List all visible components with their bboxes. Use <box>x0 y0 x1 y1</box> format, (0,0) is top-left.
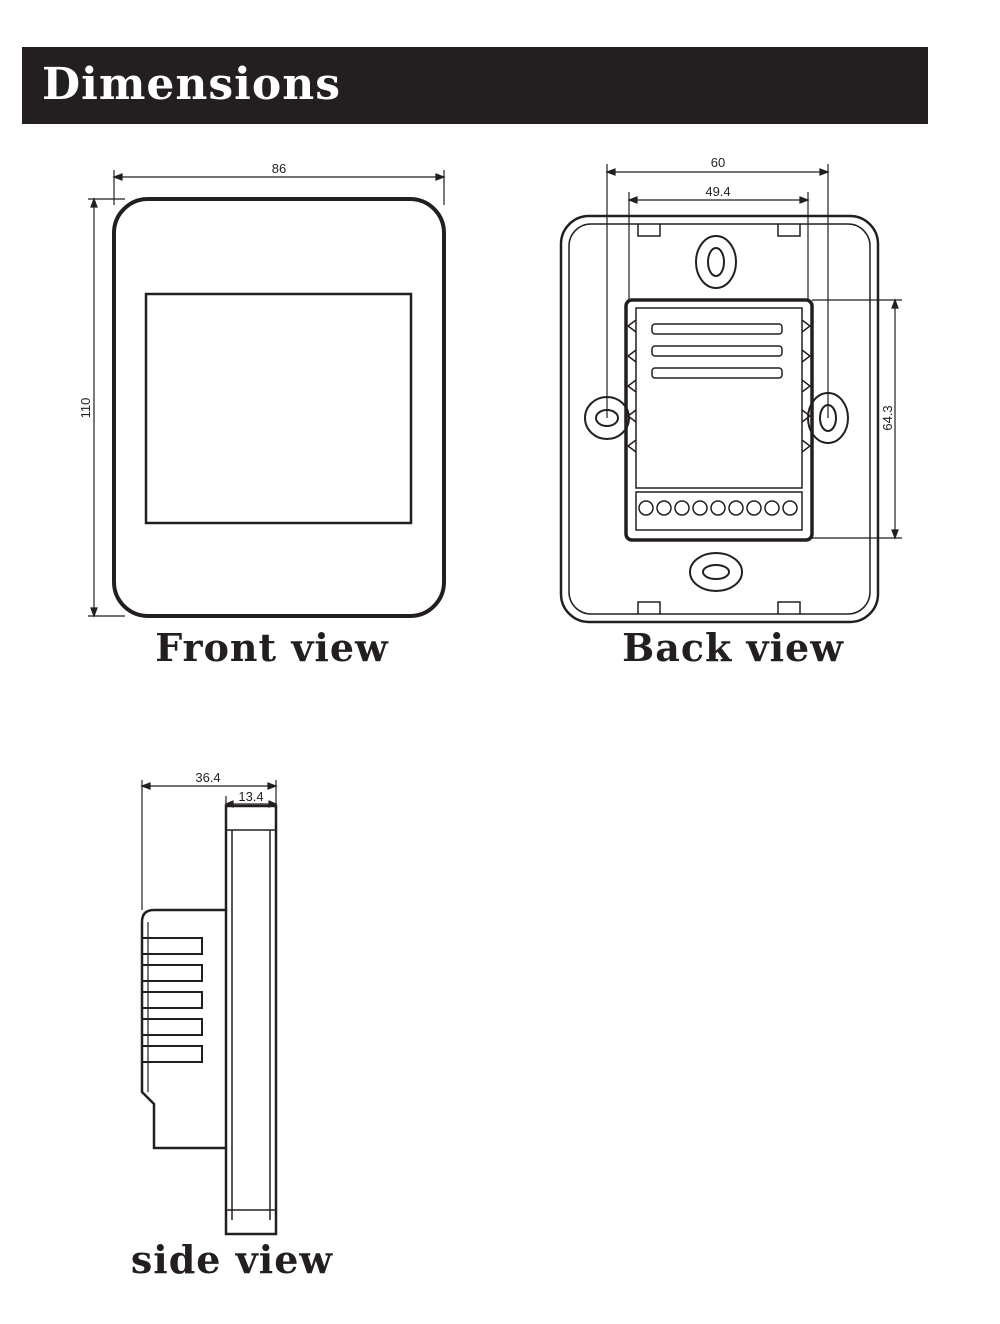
side-depth-label: 36.4 <box>195 770 220 785</box>
side-back-housing <box>140 908 226 1150</box>
front-width-label: 86 <box>272 161 286 176</box>
back-view: 60 49.4 64.3 Back view <box>559 155 902 670</box>
back-outer-frame <box>559 214 880 624</box>
side-plate-label: 13.4 <box>238 789 263 804</box>
page-title: Dimensions <box>42 59 342 110</box>
side-view: 36.4 13.4 side view <box>131 770 333 1282</box>
front-view-caption: Front view <box>155 625 389 670</box>
front-height-dimension <box>88 197 125 618</box>
back-height-label: 64.3 <box>880 405 895 430</box>
side-front-plate <box>224 804 278 1236</box>
front-height-label: 110 <box>78 398 93 419</box>
back-inner-width-label: 49.4 <box>705 184 730 199</box>
back-outer-width-dimension <box>605 164 830 418</box>
side-view-caption: side view <box>131 1237 333 1282</box>
side-depth-dimension <box>140 780 278 910</box>
back-clip-tabs <box>637 224 801 614</box>
side-terminal-fins <box>141 937 203 1063</box>
front-view: 86 110 Front view <box>78 161 446 670</box>
back-inner-width-dimension <box>627 192 810 300</box>
front-width-dimension <box>112 170 446 205</box>
title-banner: Dimensions <box>22 47 928 124</box>
back-terminal-box <box>624 298 814 542</box>
front-housing <box>112 197 446 618</box>
back-height-dimension <box>812 298 902 540</box>
back-view-caption: Back view <box>622 625 844 670</box>
front-screen <box>144 292 413 525</box>
back-inner-frame <box>568 223 871 615</box>
back-outer-width-label: 60 <box>711 155 725 170</box>
back-terminal-screws <box>638 500 798 516</box>
side-plate-dimension <box>224 796 278 808</box>
